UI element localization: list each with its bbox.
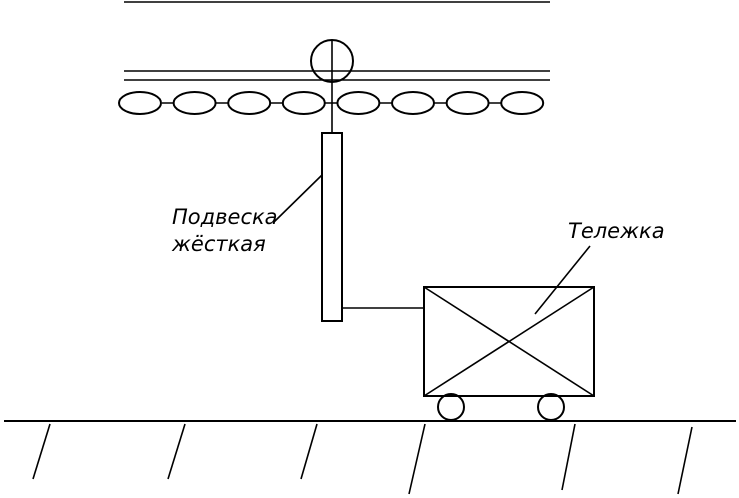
chain-link [172, 91, 217, 115]
chain-link [227, 91, 272, 115]
ground-hatch [677, 426, 693, 495]
hanger-label-line2: жёсткая [171, 232, 266, 256]
chain-link [500, 91, 545, 115]
hanger-rod [321, 132, 343, 322]
chain-links [118, 91, 545, 115]
chain-link [336, 91, 381, 115]
ground-hatch [561, 423, 576, 491]
cart-cross-b [423, 286, 595, 397]
cart-body [423, 286, 595, 397]
chain-link [281, 91, 326, 115]
cart-label: Тележка [568, 219, 665, 243]
rigid-hanger: Подвеска жёсткая [171, 132, 424, 322]
ground [4, 420, 736, 495]
hanger-leader-line [273, 174, 323, 223]
hanger-label-line1: Подвеска [172, 205, 278, 229]
chain-link [445, 91, 490, 115]
ground-hatch [300, 423, 318, 480]
cart-wheel-right [537, 393, 565, 421]
cart-leader-line [534, 245, 591, 315]
ground-hatch [32, 423, 51, 480]
ground-hatch [408, 423, 426, 495]
overhead-conveyor [118, 1, 550, 133]
ground-hatch [167, 423, 186, 480]
cart-wheel-left [437, 393, 465, 421]
cart: Тележка [423, 219, 665, 421]
chain-link [391, 91, 435, 115]
chain-link [118, 91, 162, 115]
